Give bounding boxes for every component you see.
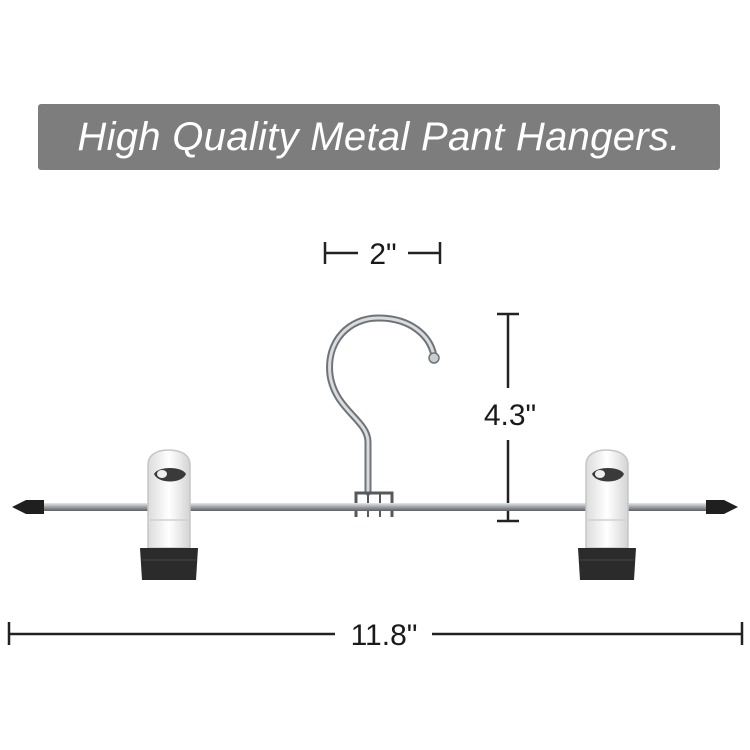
height-dimension: 4.3" xyxy=(484,312,536,523)
hanger-bar xyxy=(12,500,738,514)
length-dimension: 11.8" xyxy=(7,619,744,652)
right-clip xyxy=(578,449,636,580)
title-banner: High Quality Metal Pant Hangers. xyxy=(38,104,720,170)
hook-width-dimension: 2" xyxy=(323,238,442,271)
length-label: 11.8" xyxy=(351,619,418,652)
hanger-hook xyxy=(326,314,440,517)
banner-title: High Quality Metal Pant Hangers. xyxy=(77,114,681,159)
hook-width-label: 2" xyxy=(369,238,396,271)
left-clip xyxy=(140,449,198,580)
height-label: 4.3" xyxy=(484,399,536,432)
